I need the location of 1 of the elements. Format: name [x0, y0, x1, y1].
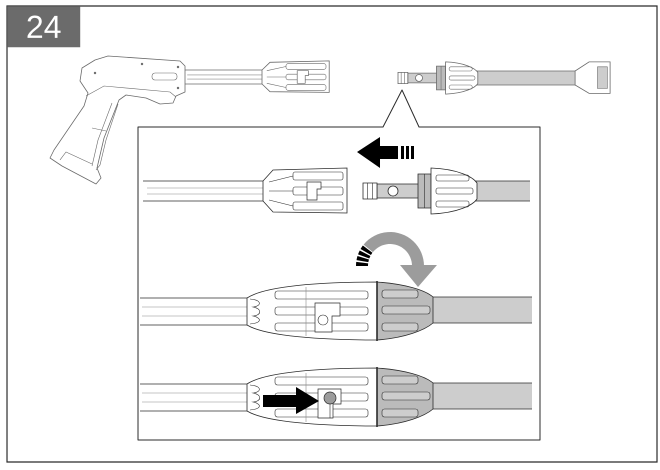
figure-number-box: 24	[7, 6, 80, 48]
